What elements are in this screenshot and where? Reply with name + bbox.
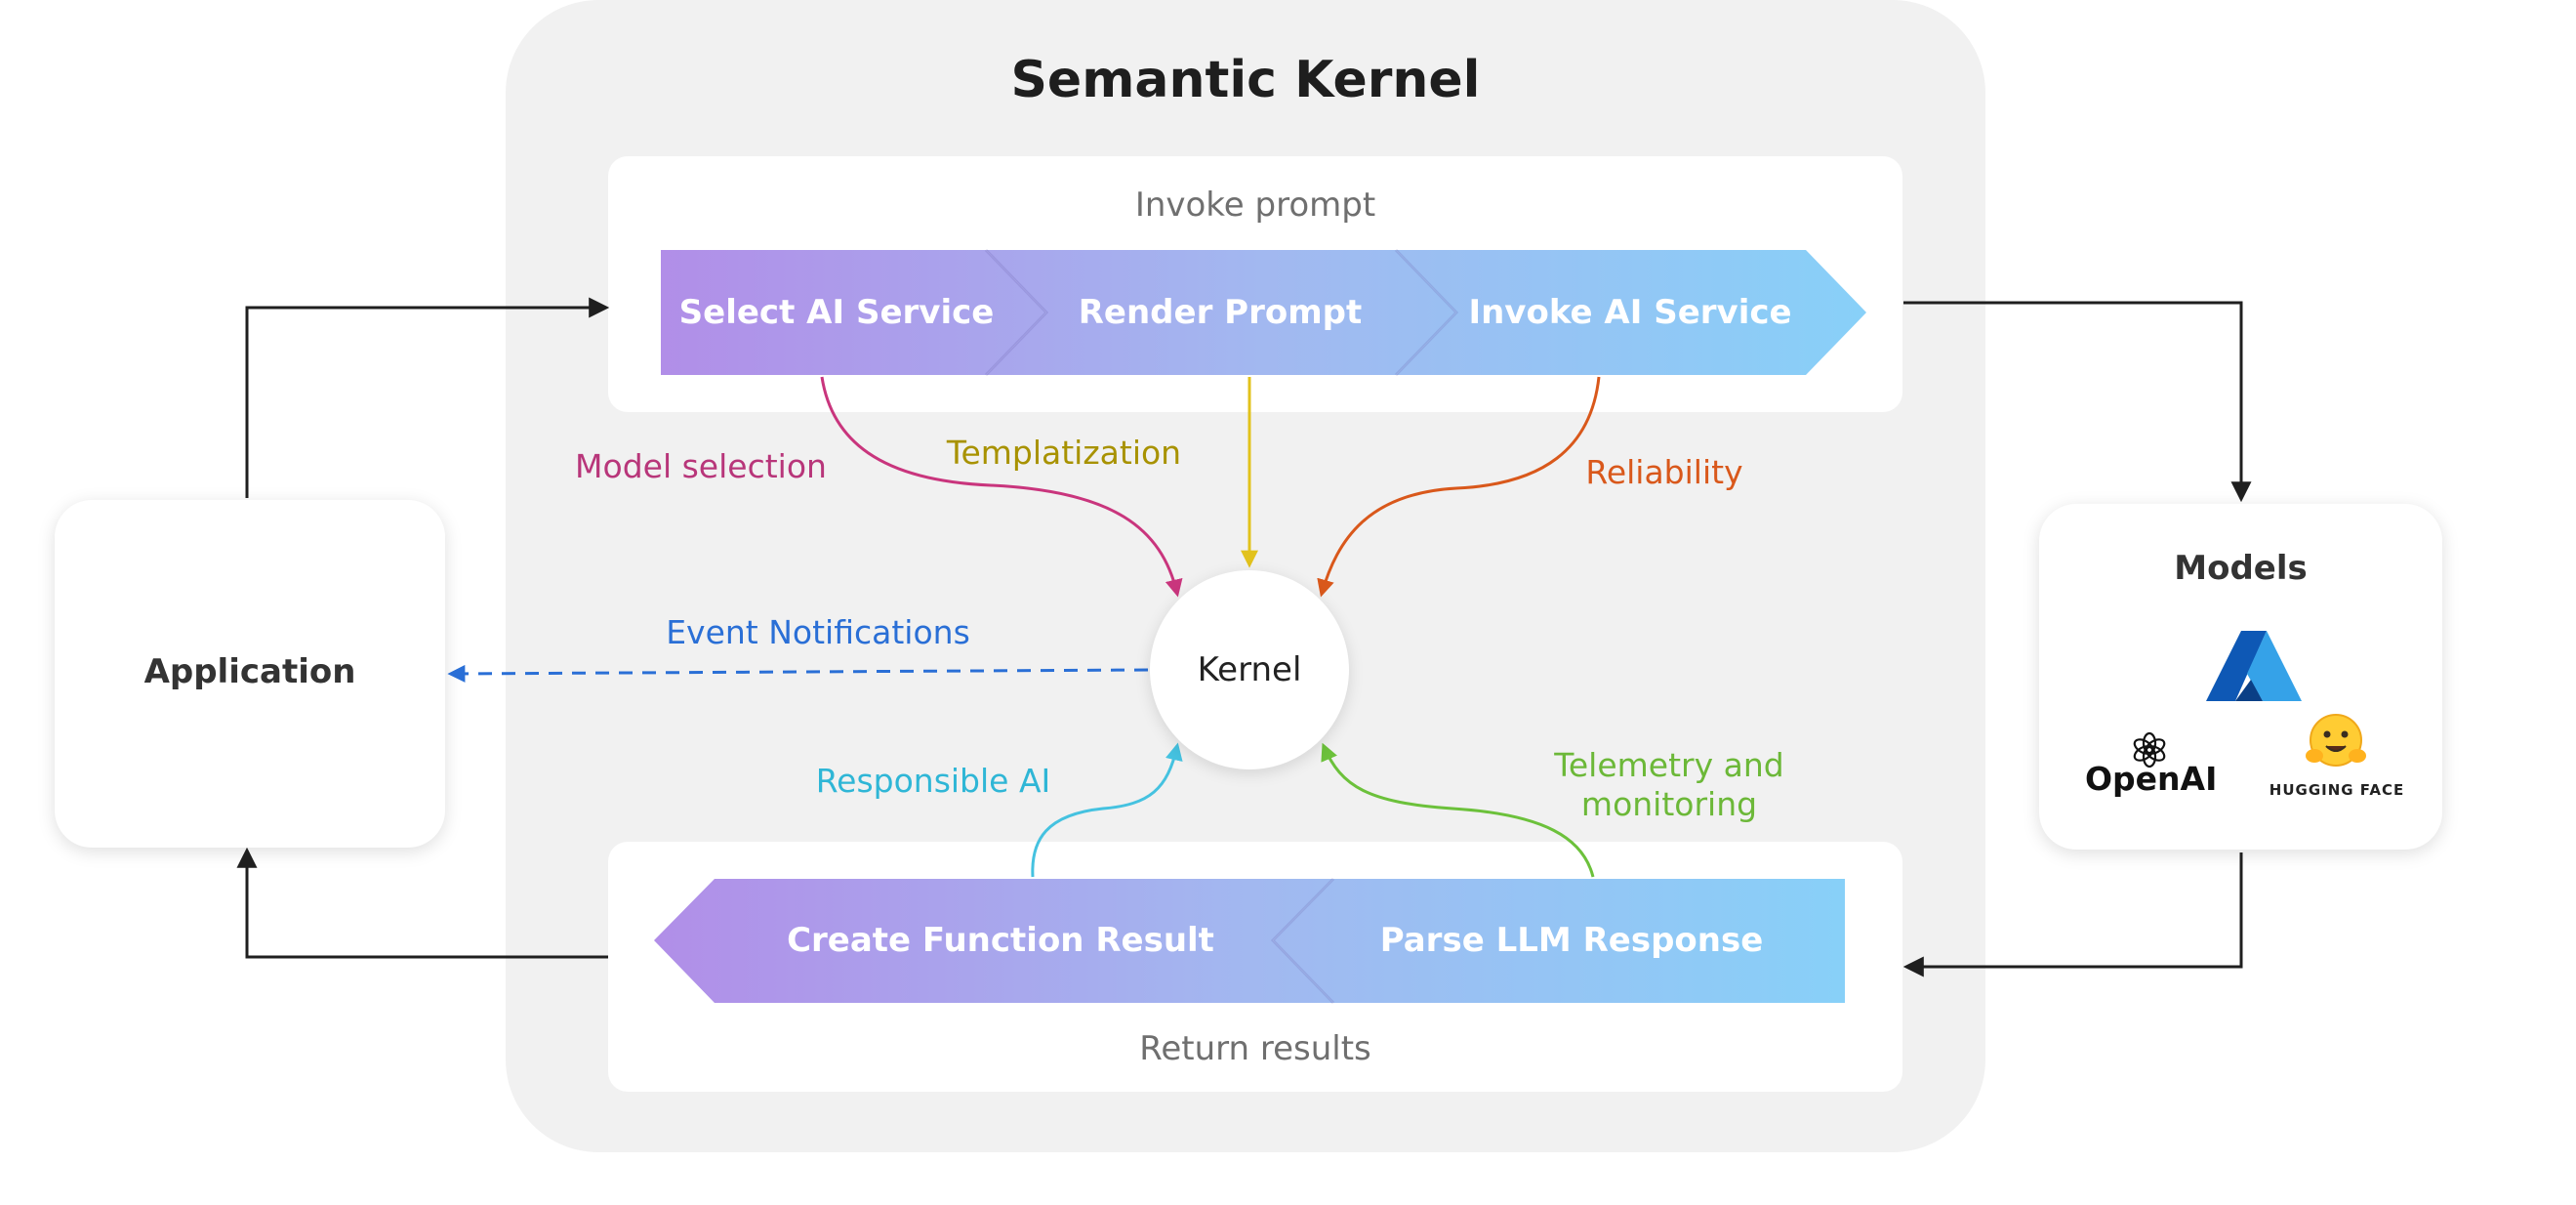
telemetry-annotation-line2: monitoring	[1580, 785, 1758, 823]
model-selection-arrow	[820, 376, 1183, 598]
responsible-ai-annotation: Responsible AI	[815, 762, 1051, 800]
app-to-invoke-arrow	[245, 297, 610, 498]
models-to-return-arrow	[1902, 852, 2243, 977]
event-notifications-arrow	[447, 664, 1149, 683]
select-ai-service-label: Select AI Service	[678, 293, 995, 332]
telemetry-arrow	[1321, 742, 1595, 878]
select-ai-service-chevron	[661, 250, 1046, 375]
application-label: Application	[143, 652, 356, 691]
return-results-label: Return results	[1139, 1029, 1371, 1068]
hugging-face-logo-icon	[2306, 714, 2366, 767]
models-title: Models	[2174, 549, 2308, 588]
application-card	[55, 500, 445, 848]
invoke-ai-service-chevron	[1396, 250, 1866, 375]
create-function-result-chevron	[654, 879, 1333, 1003]
invoke-ai-service-label: Invoke AI Service	[1468, 293, 1792, 332]
create-function-result-label: Create Function Result	[787, 921, 1214, 960]
openai-logo-icon	[2133, 731, 2166, 769]
telemetry-annotation-line1: Telemetry and	[1554, 746, 1784, 784]
kernel-label: Kernel	[1197, 650, 1302, 689]
invoke-prompt-label: Invoke prompt	[1134, 186, 1376, 225]
invoke-pipeline	[661, 248, 1866, 377]
reliability-annotation: Reliability	[1585, 453, 1743, 491]
return-pipeline	[654, 877, 1845, 1005]
azure-logo-icon	[2206, 631, 2302, 701]
diagram-title: Semantic Kernel	[1010, 51, 1481, 109]
responsible-ai-arrow	[1031, 742, 1183, 878]
hugging-face-label: HUGGING FACE	[2269, 781, 2405, 799]
render-prompt-label: Render Prompt	[1078, 293, 1363, 332]
openai-label: OpenAI	[2085, 760, 2218, 798]
return-to-app-arrow	[236, 847, 608, 959]
parse-llm-response-chevron	[1273, 879, 1845, 1003]
render-prompt-chevron	[986, 250, 1456, 375]
event-notifications-annotation: Event Notifications	[666, 613, 970, 651]
invoke-to-models-arrow	[1903, 301, 2252, 503]
templatization-annotation: Templatization	[946, 434, 1182, 472]
parse-llm-response-label: Parse LLM Response	[1379, 921, 1764, 960]
kernel-node	[1150, 570, 1349, 769]
reliability-arrow	[1317, 376, 1601, 598]
model-selection-annotation: Model selection	[575, 447, 827, 485]
